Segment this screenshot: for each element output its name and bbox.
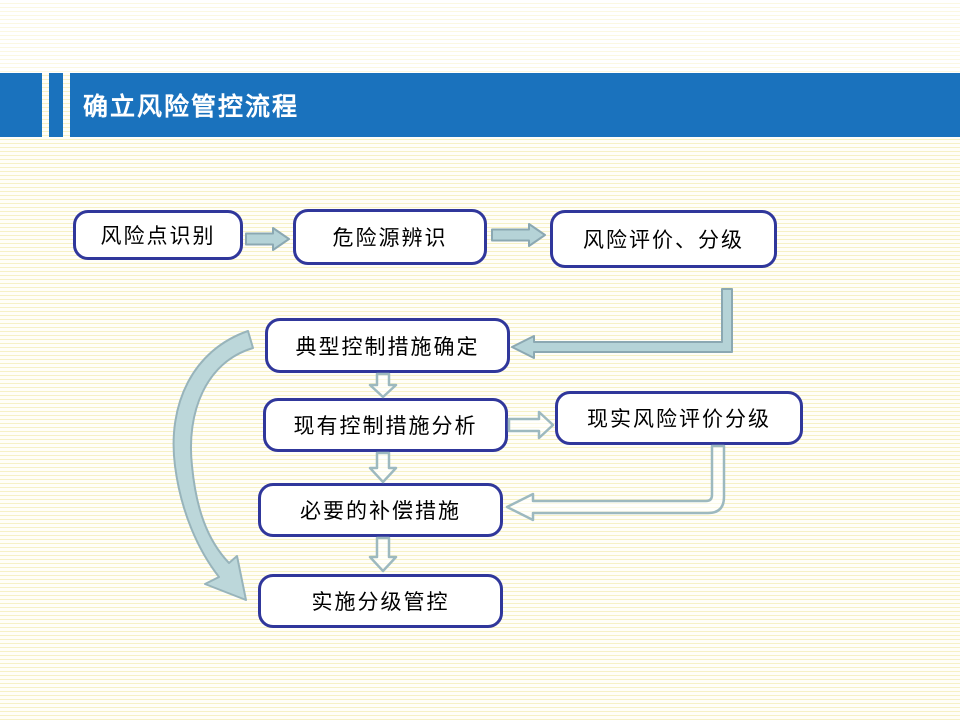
header-title-bar: 确立风险管控流程: [70, 73, 960, 137]
arrow-existing-control-to-actual-risk: [507, 410, 555, 440]
slide-title: 确立风险管控流程: [83, 93, 300, 121]
flow-node-label: 风险评价、分级: [583, 228, 744, 252]
flow-node-label: 必要的补偿措施: [300, 499, 461, 523]
flow-node-label: 危险源辨识: [332, 226, 448, 250]
flow-node-label: 实施分级管控: [311, 590, 450, 614]
flow-node-necessary-compensation-measures: 必要的补偿措施: [258, 483, 503, 537]
arrow-risk-point-to-hazard-source: [245, 227, 290, 251]
flow-node-label: 现实风险评价分级: [587, 407, 771, 431]
flow-node-label: 典型控制措施确定: [295, 334, 480, 359]
header-accent-block: [0, 73, 42, 137]
arrow-actual-risk-to-compensation: [505, 444, 726, 522]
arrow-typical-control-to-existing-control: [368, 372, 398, 399]
arrow-risk-evaluation-to-typical-control: [511, 288, 733, 359]
arrow-hazard-source-to-risk-evaluation: [491, 223, 546, 247]
flow-node-existing-control-analysis: 现有控制措施分析: [263, 398, 508, 452]
arrow-curved-typical-control-to-implementation: [172, 330, 254, 601]
arrow-compensation-to-implementation: [368, 536, 398, 573]
flow-node-actual-risk-evaluation-grading: 现实风险评价分级: [555, 391, 803, 445]
arrow-existing-control-to-compensation: [368, 451, 398, 484]
flow-node-label: 风险点识别: [100, 224, 216, 248]
top-margin-band: [0, 0, 960, 73]
flow-node-implement-graded-control: 实施分级管控: [258, 574, 503, 628]
flow-node-label: 现有控制措施分析: [293, 414, 478, 438]
flow-node-hazard-source-identification: 危险源辨识: [293, 209, 487, 265]
flow-node-typical-control-measures: 典型控制措施确定: [265, 318, 510, 373]
flow-node-risk-point-identification: 风险点识别: [73, 210, 243, 260]
header-accent-stripe: [49, 73, 63, 137]
flow-node-risk-evaluation-grading: 风险评价、分级: [550, 210, 777, 268]
